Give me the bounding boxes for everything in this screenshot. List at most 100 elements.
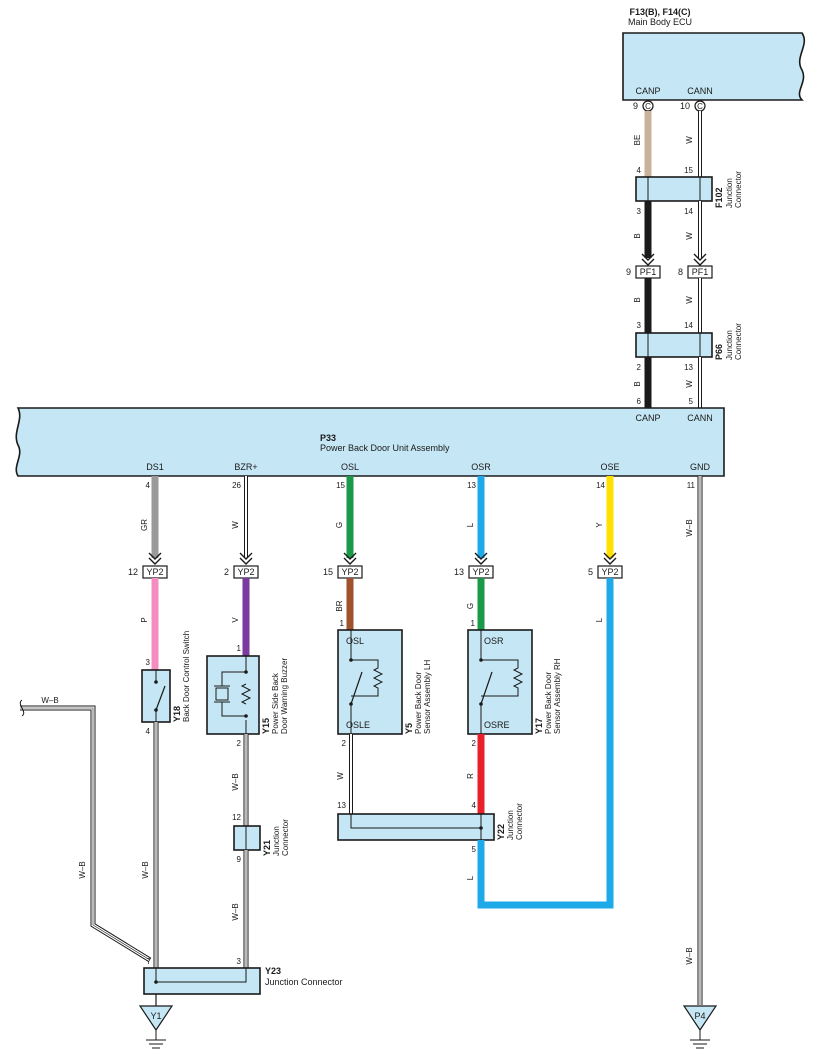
y22-pin-4: 4 <box>472 801 477 810</box>
wire-label-wb: W–B <box>41 696 58 705</box>
ecu-pin-cann: 10 <box>680 101 690 111</box>
p66-pin: 14 <box>684 321 693 330</box>
p33-pin: 14 <box>596 481 605 490</box>
y5-pin-bot: 2 <box>342 739 347 748</box>
wire-label-w: W <box>685 232 694 240</box>
svg-text:2: 2 <box>224 567 229 577</box>
p66-pin: 13 <box>684 363 693 372</box>
f102-pin: 15 <box>684 166 693 175</box>
y18-pin-bot: 4 <box>146 727 151 736</box>
wire-left-wb <box>20 705 152 963</box>
y5-term-bot: OSLE <box>346 720 370 730</box>
y23-name: Junction Connector <box>265 977 343 987</box>
p33-name: Power Back Door Unit Assembly <box>320 443 450 453</box>
y22-name: Connector <box>515 803 524 840</box>
wire-label-w: W <box>685 136 694 144</box>
yp2-ds1: YP2 12 <box>128 552 168 579</box>
p33-pin: 13 <box>467 481 476 490</box>
wire-label-v: V <box>231 617 240 623</box>
wire-label-b: B <box>633 233 642 238</box>
p33-cann-label: CANN <box>687 413 713 423</box>
p66-pin: 2 <box>637 363 642 372</box>
ecu-cann-label: CANN <box>687 86 713 96</box>
f102-name: Connector <box>734 171 743 208</box>
y23-box <box>143 967 261 995</box>
ecu-code: F13(B), F14(C) <box>629 7 690 17</box>
f102-pin: 4 <box>637 166 642 175</box>
p33-code: P33 <box>320 433 336 443</box>
y5-name: Power Back Door <box>414 671 423 734</box>
p33-term-ose: OSE <box>600 462 619 472</box>
pf1-label: PF1 <box>640 267 657 277</box>
y18-code: Y18 <box>172 706 182 722</box>
p33-box <box>15 407 725 477</box>
sensor-switch-icon <box>479 630 524 734</box>
svg-text:YP2: YP2 <box>146 567 163 577</box>
pf1-pin-b: 8 <box>678 267 683 277</box>
wire-ose-l <box>477 578 614 909</box>
svg-text:YP2: YP2 <box>237 567 254 577</box>
svg-text:YP2: YP2 <box>472 567 489 577</box>
p33-term-ds1: DS1 <box>146 462 164 472</box>
yp2-osr: YP2 13 <box>454 552 494 579</box>
wire-label-w: W <box>231 521 240 529</box>
wire-label-g: G <box>466 603 475 609</box>
y22-code: Y22 <box>496 824 506 840</box>
wire-label-g: G <box>335 522 344 528</box>
yp2-osl: YP2 15 <box>323 552 363 579</box>
ecu-box <box>622 32 806 101</box>
p66-box <box>635 332 713 358</box>
p33-term-bzr: BZR+ <box>234 462 257 472</box>
f102-pin: 3 <box>637 207 642 216</box>
wire-label-gr: GR <box>140 519 149 531</box>
y17-term-bot: OSRE <box>484 720 510 730</box>
y23-pin-3: 3 <box>237 957 242 966</box>
y21-name: Junction <box>272 826 281 856</box>
y5-pin-top: 1 <box>340 619 345 628</box>
wire-label-wb: W–B <box>685 947 694 964</box>
svg-text:5: 5 <box>588 567 593 577</box>
wire-label-wb: W–B <box>231 903 240 920</box>
y21-code: Y21 <box>262 840 272 856</box>
wire-label-w: W <box>336 772 345 780</box>
y23-pin-7: 7 <box>147 957 152 966</box>
ecu-name: Main Body ECU <box>628 17 692 27</box>
wire-label-l: L <box>466 875 475 880</box>
y21-box <box>233 825 261 851</box>
y21-pin-bot: 9 <box>237 855 242 864</box>
p33-pin: 26 <box>232 481 241 490</box>
chevron-down-icon <box>641 253 655 266</box>
ecu-pin-mark: C <box>645 102 651 111</box>
wire-label-b: B <box>633 381 642 386</box>
f102-code: F102 <box>714 187 724 208</box>
p66-name: Connector <box>734 323 743 360</box>
y17-pin-top: 1 <box>471 619 476 628</box>
p66-code: P66 <box>714 344 724 360</box>
wire-label-y: Y <box>595 522 604 528</box>
y15-pin-top: 1 <box>237 644 242 653</box>
y17-term-top: OSR <box>484 636 504 646</box>
svg-text:YP2: YP2 <box>341 567 358 577</box>
y5-term-top: OSL <box>346 636 364 646</box>
y18-name: Back Door Control Switch <box>182 631 191 722</box>
p66-name: Junction <box>725 330 734 360</box>
sensor-switch-icon <box>349 630 384 734</box>
ground-p4-label: P4 <box>694 1011 705 1021</box>
chevron-down-icon <box>693 253 707 266</box>
ground-icon <box>138 1005 174 1049</box>
wire-label-p: P <box>140 617 149 622</box>
wire-label-w: W <box>685 380 694 388</box>
ground-icon <box>682 1005 718 1049</box>
y22-pin-5: 5 <box>472 845 477 854</box>
y15-name: Power Side Back <box>271 672 280 734</box>
p33-pin: 4 <box>146 481 151 490</box>
y23-code: Y23 <box>265 966 281 976</box>
p33-pin: 11 <box>687 481 696 490</box>
wire-label-w: W <box>685 296 694 304</box>
y18-pin-top: 3 <box>146 658 151 667</box>
p33-term-osr: OSR <box>471 462 491 472</box>
svg-text:12: 12 <box>128 567 138 577</box>
ground-y1-label: Y1 <box>150 1011 161 1021</box>
wire-label-wb: W–B <box>231 773 240 790</box>
